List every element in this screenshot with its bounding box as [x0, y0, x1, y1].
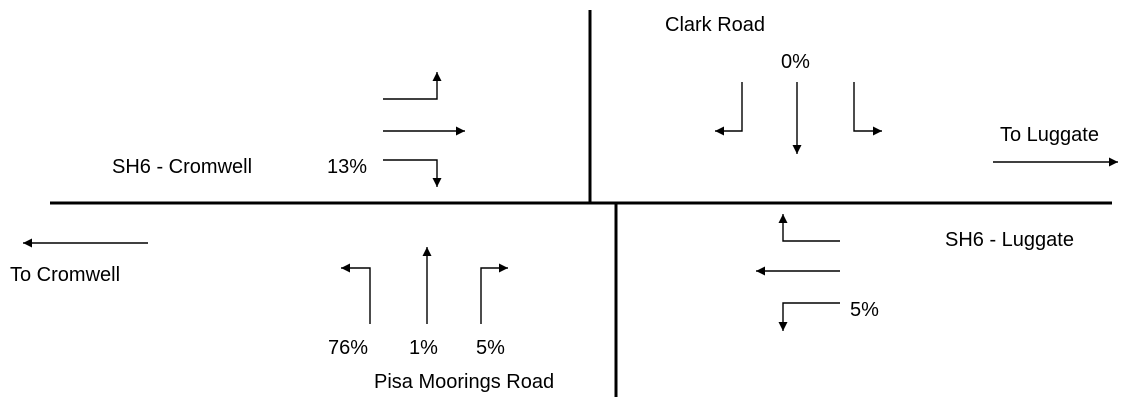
pisa-left-turn-arrow [341, 263, 371, 324]
clark-left-turn-arrow [853, 82, 882, 136]
pisa-right-turn-arrow [480, 263, 508, 324]
sh6-luggate-left-percent: 5% [850, 299, 879, 321]
sh6-cromwell-right-percent: 13% [327, 156, 367, 178]
pisa-left-percent: 76% [328, 337, 368, 359]
sh6-luggate-label: SH6 - Luggate [945, 229, 1074, 251]
luggate-right-turn-arrow [778, 214, 840, 242]
pisa-through-percent: 1% [409, 337, 438, 359]
to-cromwell-label: To Cromwell [10, 264, 120, 286]
clark-through-percent: 0% [781, 51, 810, 73]
to-luggate-label: To Luggate [1000, 124, 1099, 146]
clark-right-turn-arrow [715, 82, 743, 136]
clark-road-label: Clark Road [665, 14, 765, 36]
cromwell-right-turn-arrow [383, 159, 442, 187]
pisa-right-percent: 5% [476, 337, 505, 359]
pisa-moorings-road-label: Pisa Moorings Road [374, 371, 554, 393]
cromwell-left-turn-arrow [383, 72, 442, 100]
luggate-left-turn-arrow [778, 302, 840, 331]
sh6-cromwell-label: SH6 - Cromwell [112, 156, 252, 178]
